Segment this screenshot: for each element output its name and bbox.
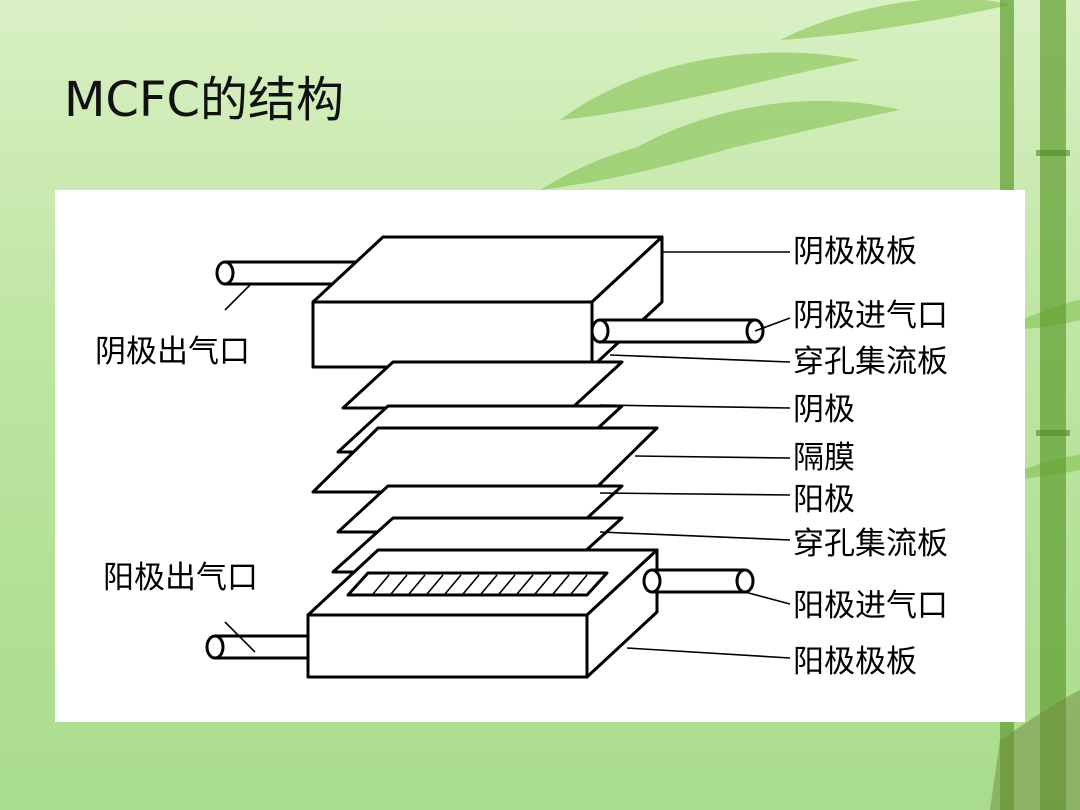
flow-channels [372,574,588,595]
label-membrane: 隔膜 [793,440,855,476]
label-cathode-outlet: 阴极出气口 [95,334,250,370]
label-anode-inlet: 阳极进气口 [793,588,948,624]
anode-plate [306,548,659,679]
label-perforated-collector-top: 穿孔集流板 [793,344,948,380]
label-cathode: 阴极 [793,392,855,428]
label-anode-outlet: 阳极出气口 [103,560,258,596]
leader-lines [224,251,791,659]
label-cathode-inlet: 阴极进气口 [793,298,948,334]
mcfc-structure-diagram: 阴极极板 阴极进气口 穿孔集流板 阴极 隔膜 阳极 穿孔集流板 阳极进气口 阳极… [95,234,948,680]
label-perforated-collector-bottom: 穿孔集流板 [793,526,948,562]
label-anode: 阳极 [793,482,855,518]
page-title: MCFC的结构 [64,72,345,128]
label-anode-plate: 阳极极板 [793,644,917,680]
cathode-plate [311,235,664,369]
label-cathode-plate: 阴极极板 [793,234,917,270]
diagram-labels: 阴极极板 阴极进气口 穿孔集流板 阴极 隔膜 阳极 穿孔集流板 阳极进气口 阳极… [95,234,948,680]
perforated-collector-top-layer [341,360,624,410]
cathode-inlet-pipe [590,318,765,344]
anode-inlet-pipe [642,568,755,594]
anode-outlet-pipe [205,634,310,660]
diagram-panel: 阴极极板 阴极进气口 穿孔集流板 阴极 隔膜 阳极 穿孔集流板 阳极进气口 阳极… [55,190,1025,722]
